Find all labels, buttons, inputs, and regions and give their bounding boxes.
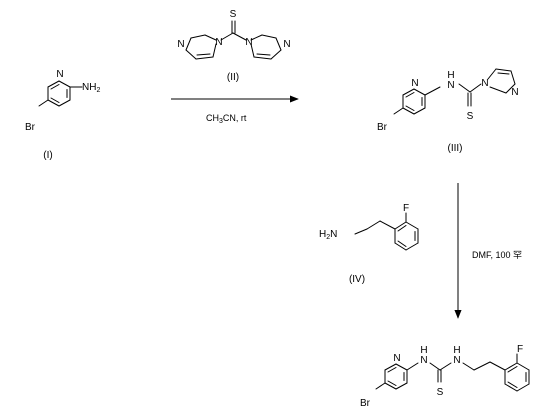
product-nh2-n: N — [453, 355, 460, 366]
compound-i-amine-group: NH2 — [82, 82, 100, 94]
compound-i-bromine: Br — [25, 122, 36, 133]
compound-iv-structure — [354, 212, 419, 251]
compound-i-label: (I) — [43, 150, 52, 161]
step-1-conditions: CH3CN, rt — [206, 113, 247, 125]
compound-iv-amine-n: N — [330, 229, 337, 240]
compound-iii-label: (III) — [448, 143, 463, 154]
product-bromine: Br — [360, 398, 371, 409]
compound-ii-label: (II) — [227, 72, 239, 83]
compound-ii-nitrogen-1: N — [215, 37, 222, 48]
product-nh1-h: H — [420, 345, 427, 356]
product-nh1-n: N — [420, 355, 427, 366]
step-2-conditions: DMF, 100 罕 — [472, 250, 522, 260]
compound-iii-imidazole-n1: N — [481, 78, 488, 89]
compound-iv-amine-group: H2N — [319, 229, 337, 241]
product-ring-nitrogen: N — [393, 353, 400, 364]
compound-i-amine-nh: NH — [82, 82, 96, 93]
compound-iii-sulfur: S — [467, 111, 474, 122]
step-1-solvent-subscript: 3 — [219, 118, 223, 125]
compound-iii-bromine: Br — [377, 122, 388, 133]
product-structure — [375, 353, 530, 392]
product-fluorine: F — [517, 344, 523, 355]
step-1-solvent-rest: CN, rt — [223, 113, 247, 123]
compound-ii-structure — [185, 20, 282, 60]
compound-i-amine-subscript: 2 — [96, 87, 100, 94]
compound-ii-nitrogen-4: N — [283, 39, 290, 50]
compound-iv-label: (IV) — [349, 274, 365, 285]
compound-iii-imidazole-n2: N — [511, 87, 518, 98]
compound-iv-amine-h: H — [319, 229, 326, 240]
product-nh2-h: H — [453, 345, 460, 356]
compound-iii-amide-n: N — [447, 80, 454, 91]
compound-iii-amide-h: H — [447, 70, 454, 81]
step-1-solvent-ch: CH — [206, 113, 219, 123]
compound-i-ring-nitrogen: N — [56, 69, 63, 80]
compound-ii-nitrogen-2: N — [245, 37, 252, 48]
compound-i-structure — [38, 80, 83, 107]
compound-iii-structure — [393, 68, 516, 115]
product-sulfur: S — [437, 387, 444, 398]
compound-ii-sulfur: S — [230, 9, 237, 20]
compound-iii-ring-nitrogen: N — [411, 78, 418, 89]
compound-ii-nitrogen-3: N — [177, 39, 184, 50]
compound-iv-amine-subscript: 2 — [326, 234, 330, 241]
compound-iv-fluorine: F — [403, 203, 409, 214]
